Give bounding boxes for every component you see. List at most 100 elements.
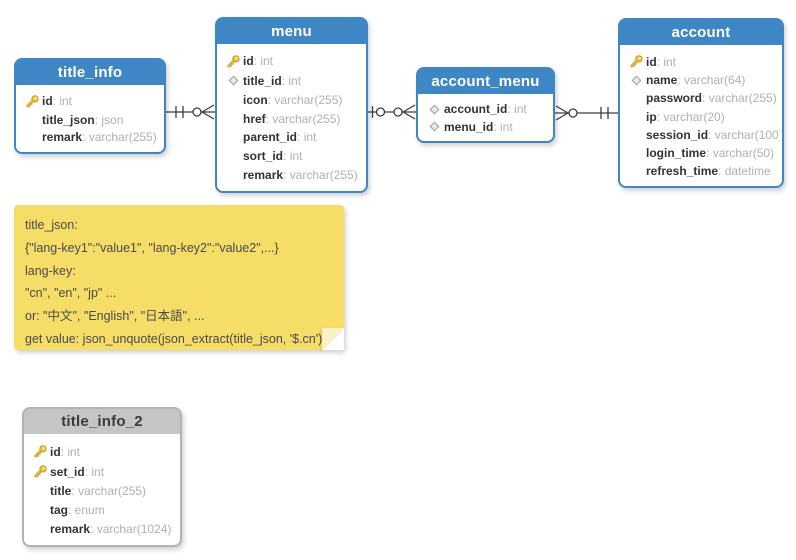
table-account[interactable]: account id: int name: varchar(64) password:… bbox=[618, 18, 784, 188]
connector-menu-to-account_menu[interactable] bbox=[368, 104, 416, 120]
field-type: int bbox=[303, 130, 317, 145]
field-row[interactable]: id: int bbox=[217, 54, 364, 69]
field-row[interactable]: title: varchar(255) bbox=[24, 484, 178, 498]
table-header[interactable]: menu bbox=[217, 19, 366, 46]
field-type: varchar(255) bbox=[78, 484, 147, 498]
note-line: "cn", "en", "jp" ... bbox=[25, 286, 117, 301]
field-separator: : bbox=[60, 444, 68, 459]
field-icon-cell bbox=[626, 75, 646, 86]
field-separator: : bbox=[71, 484, 79, 498]
note-line: get value: json_unquote(json_extract(tit… bbox=[25, 331, 323, 346]
field-separator: : bbox=[708, 127, 715, 142]
table-header[interactable]: title_info bbox=[16, 60, 164, 87]
field-name: tag bbox=[50, 503, 68, 517]
field-type: varchar(64) bbox=[684, 73, 746, 88]
field-row[interactable]: remark: varchar(255) bbox=[16, 130, 162, 144]
field-type: varchar(255) bbox=[274, 92, 343, 107]
field-type: int bbox=[514, 102, 527, 117]
field-row[interactable]: ip: varchar(20) bbox=[620, 110, 780, 124]
field-icon-cell bbox=[626, 54, 646, 69]
table-menu[interactable]: menu id: int title_id: int icon: varchar(25… bbox=[215, 17, 368, 193]
field-icon-cell bbox=[22, 94, 42, 109]
sticky-note[interactable]: title_json: {"lang-key1":"value1", "lang-… bbox=[14, 205, 344, 350]
field-type: int bbox=[91, 464, 105, 479]
field-name: remark bbox=[50, 522, 91, 536]
field-row[interactable]: href: varchar(255) bbox=[217, 112, 364, 126]
field-name: set_id bbox=[50, 464, 85, 479]
index-diamond-icon bbox=[428, 104, 440, 115]
field-row[interactable]: icon: varchar(255) bbox=[217, 93, 364, 107]
field-row[interactable]: parent_id: int bbox=[217, 130, 364, 144]
field-row[interactable]: refresh_time: datetime bbox=[620, 164, 780, 178]
field-separator: : bbox=[281, 73, 289, 88]
primary-key-icon bbox=[25, 94, 39, 108]
field-row[interactable]: session_id: varchar(100) bbox=[620, 128, 780, 142]
field-type: int bbox=[663, 54, 677, 69]
index-diamond-icon bbox=[630, 75, 642, 86]
field-row[interactable]: title_id: int bbox=[217, 74, 364, 88]
field-separator: : bbox=[283, 168, 290, 183]
field-icon-cell bbox=[30, 464, 50, 479]
field-separator: : bbox=[283, 149, 290, 164]
field-type: int bbox=[500, 119, 513, 134]
note-line: lang-key: bbox=[25, 263, 76, 278]
field-row[interactable]: tag: enum bbox=[24, 503, 178, 517]
field-type: varchar(255) bbox=[88, 130, 157, 145]
field-type: varchar(255) bbox=[289, 168, 358, 183]
field-row[interactable]: sort_id: int bbox=[217, 149, 364, 163]
field-type: int bbox=[260, 54, 274, 69]
field-name: id bbox=[50, 444, 61, 459]
field-name: remark bbox=[42, 130, 83, 145]
field-name: icon bbox=[243, 92, 268, 107]
connector-title_info-to-menu[interactable] bbox=[166, 104, 215, 120]
field-row[interactable]: id: int bbox=[620, 54, 780, 69]
connector-account_menu-to-account[interactable] bbox=[555, 105, 618, 121]
field-separator: : bbox=[265, 111, 273, 126]
field-type: int bbox=[59, 94, 73, 109]
field-name: id bbox=[646, 54, 657, 69]
field-name: menu_id bbox=[444, 119, 494, 134]
field-row[interactable]: account_id: int bbox=[418, 102, 551, 116]
field-name: account_id bbox=[444, 102, 508, 117]
table-header[interactable]: account bbox=[620, 20, 782, 47]
field-type: varchar(20) bbox=[663, 109, 725, 124]
field-name: refresh_time bbox=[646, 163, 719, 178]
primary-key-icon bbox=[33, 445, 47, 458]
note-line: or: "中文", "English", "日本語", ... bbox=[25, 309, 205, 324]
field-separator: : bbox=[52, 94, 60, 109]
field-row[interactable]: remark: varchar(1024) bbox=[24, 522, 178, 536]
field-separator: : bbox=[82, 130, 89, 145]
table-body: id: int title_json: json remark: varchar(2… bbox=[16, 87, 164, 152]
note-line: title_json: bbox=[25, 218, 78, 232]
table-account-menu[interactable]: account_menu account_id: int menu_id: int bbox=[416, 67, 555, 143]
field-row[interactable]: menu_id: int bbox=[418, 120, 551, 134]
field-separator: : bbox=[656, 109, 664, 124]
table-header[interactable]: account_menu bbox=[418, 69, 553, 96]
field-separator: : bbox=[677, 73, 685, 88]
field-row[interactable]: login_time: varchar(50) bbox=[620, 146, 780, 160]
field-type: json bbox=[101, 112, 124, 127]
field-row[interactable]: id: int bbox=[24, 444, 178, 459]
field-row[interactable]: title_json: json bbox=[16, 113, 162, 127]
primary-key-icon bbox=[226, 55, 240, 68]
field-name: session_id bbox=[646, 127, 709, 142]
field-icon-cell bbox=[223, 54, 243, 69]
primary-key-icon bbox=[629, 55, 643, 68]
field-type: varchar(255) bbox=[708, 91, 777, 106]
field-type: int bbox=[288, 73, 302, 88]
field-icon-cell bbox=[424, 121, 444, 132]
field-type: varchar(255) bbox=[272, 111, 341, 126]
field-row[interactable]: id: int bbox=[16, 94, 162, 109]
field-row[interactable]: password: varchar(255) bbox=[620, 91, 780, 105]
table-header[interactable]: title_info_2 bbox=[24, 409, 180, 436]
table-body: id: int name: varchar(64) password: varcha… bbox=[620, 47, 782, 186]
table-title-info[interactable]: title_info id: int title_json: json remark:… bbox=[14, 58, 166, 154]
field-row[interactable]: remark: varchar(255) bbox=[217, 168, 364, 182]
note-line: {"lang-key1":"value1", "lang-key2":"valu… bbox=[25, 240, 279, 255]
field-type: enum bbox=[74, 503, 105, 517]
field-row[interactable]: name: varchar(64) bbox=[620, 73, 780, 87]
field-row[interactable]: set_id: int bbox=[24, 464, 178, 479]
